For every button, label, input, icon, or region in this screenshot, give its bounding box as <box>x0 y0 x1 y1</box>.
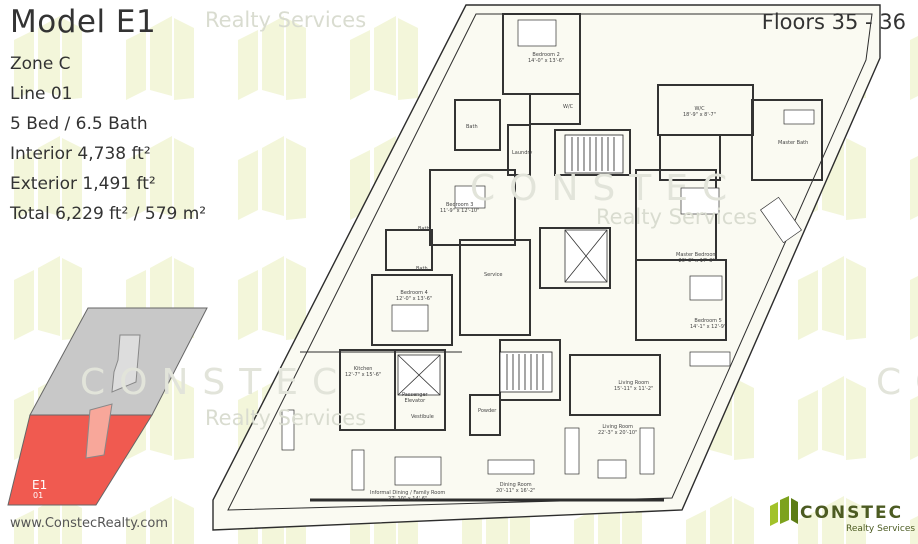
interior-walls <box>339 13 823 436</box>
room-powder: Powder <box>478 408 497 414</box>
brand-name: CONSTEC <box>800 503 904 523</box>
watermark-company: CONSTEC <box>470 168 742 209</box>
watermark-company: CONSTEC <box>876 362 918 403</box>
spec-bed-bath: 5 Bed / 6.5 Bath <box>10 114 148 134</box>
spec-interior: Interior 4,738 ft² <box>10 144 151 164</box>
watermark-company: CONSTEC <box>80 362 352 403</box>
keyplan <box>7 307 208 506</box>
elevators <box>397 229 608 396</box>
spec-zone: Zone C <box>10 54 71 74</box>
room-bath2: Bath <box>418 226 430 232</box>
spec-exterior: Exterior 1,491 ft² <box>10 174 156 194</box>
page-title: Model E1 <box>10 4 157 40</box>
keyplan-unit: E1 <box>32 478 48 492</box>
room-bath1: Bath <box>466 124 478 130</box>
furniture <box>281 19 815 491</box>
watermark-services: Realty Services <box>205 8 367 32</box>
watermark-services: Realty Services <box>205 406 367 430</box>
room-vestibule: Vestibule <box>411 414 434 420</box>
room-wic1: W/C <box>563 104 574 110</box>
stairs <box>499 134 624 393</box>
watermark-services: Realty Services <box>596 205 758 229</box>
spec-total: Total 6,229 ft² / 579 m² <box>10 204 207 224</box>
room-bath3: Bath <box>416 266 428 272</box>
room-laundry: Laundry <box>512 150 533 156</box>
room-service: Service <box>484 272 503 278</box>
keyplan-line: 01 <box>33 491 44 500</box>
floors-label: Floors 35 - 36 <box>761 10 906 34</box>
brand-subtitle: Realty Services <box>846 524 916 534</box>
room-masterbath: Master Bath <box>778 140 809 146</box>
floorplan-outline <box>212 4 881 531</box>
spec-line: Line 01 <box>10 84 73 104</box>
brand-logo-icon <box>770 496 798 526</box>
website-link[interactable]: www.ConstecRealty.com <box>10 516 168 531</box>
